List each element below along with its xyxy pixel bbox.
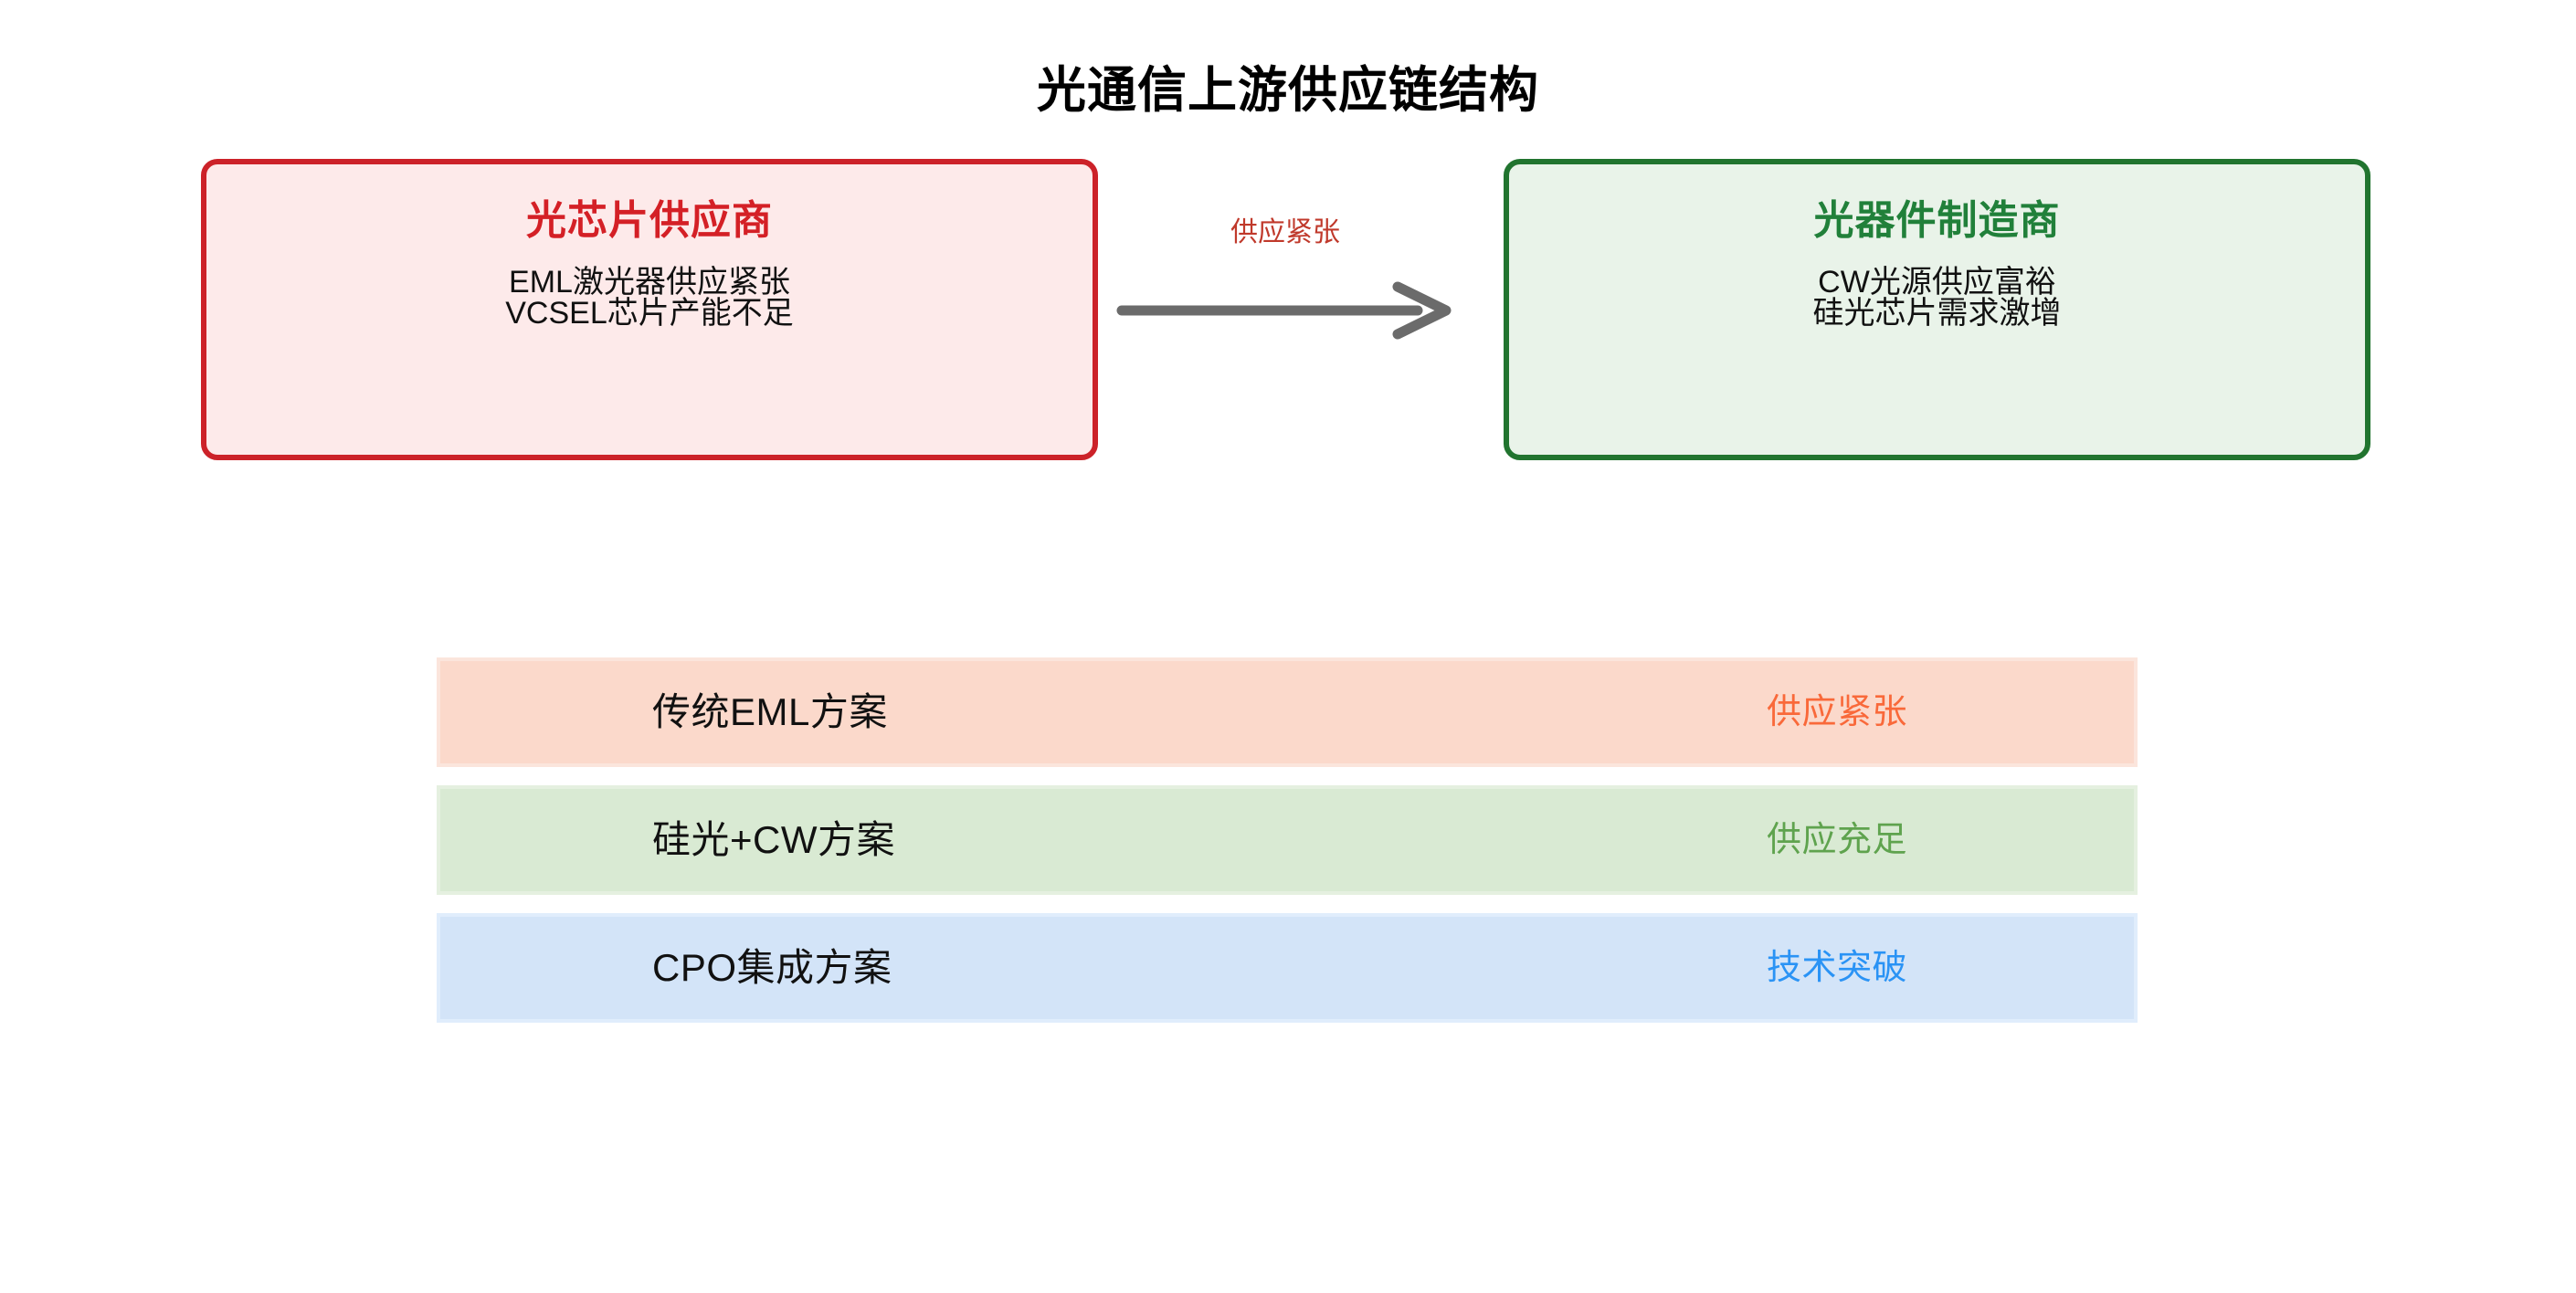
comparison-row-cpo-integration[interactable]: CPO集成方案 技术突破 [437, 913, 2138, 1023]
comparison-row-status: 供应充足 [1767, 821, 1908, 859]
comparison-row-scheme: 传统EML方案 [652, 690, 888, 733]
comparison-row-scheme: CPO集成方案 [652, 946, 892, 989]
page-title: 光通信上游供应链结构 [1037, 63, 1539, 118]
flow-node-title: 光器件制造商 [1813, 198, 2061, 243]
flow-arrow [1107, 274, 1463, 347]
flow-node-detail-line: VCSEL芯片产能不足 [505, 296, 794, 331]
flow-node-detail-line: 硅光芯片需求激增 [1812, 296, 2062, 331]
comparison-row-scheme: 硅光+CW方案 [652, 818, 896, 861]
comparison-row-silicon-photonics-cw[interactable]: 硅光+CW方案 供应充足 [437, 785, 2138, 895]
flow-arrow-label: 供应紧张 [1230, 217, 1340, 247]
flow-node-detail-line: EML激光器供应紧张 [509, 265, 790, 300]
comparison-row-status: 供应紧张 [1767, 693, 1908, 731]
flow-node-chip-supplier[interactable]: 光芯片供应商 EML激光器供应紧张 VCSEL芯片产能不足 [201, 159, 1098, 460]
flow-node-detail-line: CW光源供应富裕 [1818, 265, 2056, 300]
comparison-row-traditional-eml[interactable]: 传统EML方案 供应紧张 [437, 657, 2138, 767]
flow-node-device-manufacturer[interactable]: 光器件制造商 CW光源供应富裕 硅光芯片需求激增 [1504, 159, 2370, 460]
flow-node-title: 光芯片供应商 [526, 198, 773, 243]
comparison-row-status: 技术突破 [1767, 949, 1908, 987]
arrow-shaft-and-head [1116, 281, 1452, 340]
